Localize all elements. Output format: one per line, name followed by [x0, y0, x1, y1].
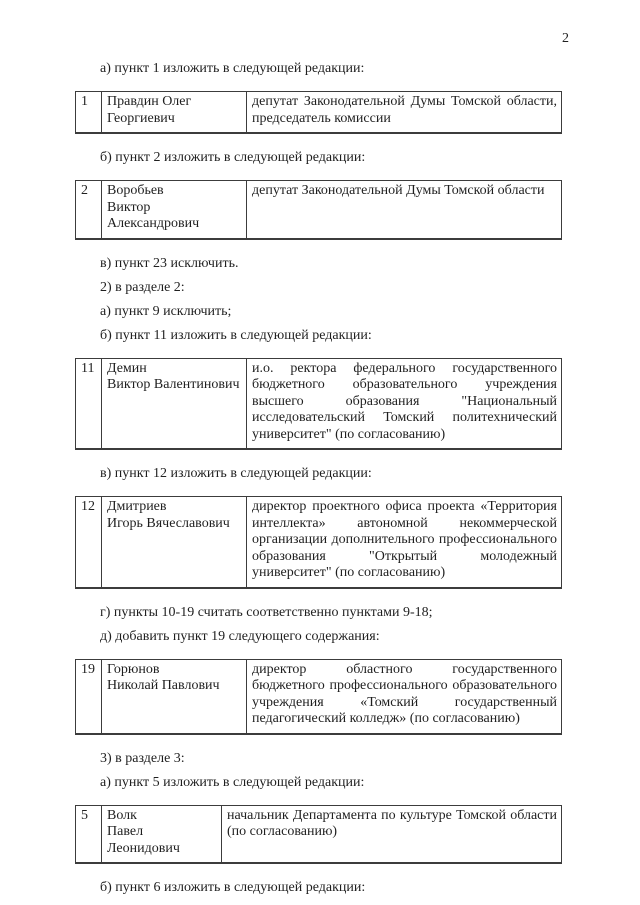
paragraph-exclude-point-9: а) пункт 9 исключить;	[100, 303, 232, 319]
appointment-table-item-11: 11 Демин Виктор Валентинович и.о. ректор…	[75, 357, 562, 450]
table-row: 5 Волк Павел Леонидович начальник Департ…	[75, 804, 562, 864]
item-position: директор проектного офиса проекта «Терри…	[246, 496, 562, 588]
paragraph-exclude-point-23: в) пункт 23 исключить.	[100, 255, 239, 271]
item-number: 2	[75, 180, 102, 239]
item-number: 5	[75, 804, 102, 864]
item-number: 11	[75, 357, 102, 450]
appointment-table-item-5: 5 Волк Павел Леонидович начальник Департ…	[75, 804, 562, 864]
item-name: Дмитриев Игорь Вячеславович	[101, 496, 247, 588]
item-position: директор областного государственного бюд…	[246, 658, 562, 734]
table-row: 12 Дмитриев Игорь Вячеславович директор …	[75, 496, 562, 588]
paragraph-amend-point-12: в) пункт 12 изложить в следующей редакци…	[100, 466, 372, 481]
paragraph-section-2: 2) в разделе 2:	[100, 279, 185, 295]
table-row: 1 Правдин Олег Георгиевич депутат Законо…	[75, 91, 562, 134]
item-name: Горюнов Николай Павлович	[101, 658, 247, 734]
item-name: Правдин Олег Георгиевич	[101, 91, 247, 134]
page-number: 2	[562, 31, 569, 46]
table-row: 2 Воробьев Виктор Александрович депутат …	[75, 180, 562, 239]
item-position: начальник Департамента по культуре Томск…	[221, 804, 562, 864]
appointment-table-item-19: 19 Горюнов Николай Павлович директор обл…	[75, 658, 562, 735]
paragraph-add-point-19: д) добавить пункт 19 следующего содержан…	[100, 628, 380, 644]
item-number: 19	[75, 658, 102, 734]
paragraph-amend-point-2: б) пункт 2 изложить в следующей редакции…	[100, 150, 366, 165]
table-row: 11 Демин Виктор Валентинович и.о. ректор…	[75, 357, 562, 450]
item-name: Демин Виктор Валентинович	[101, 357, 247, 450]
item-number: 12	[75, 496, 102, 588]
paragraph-amend-point-5: а) пункт 5 изложить в следующей редакции…	[100, 774, 365, 790]
item-position: депутат Законодательной Думы Томской обл…	[246, 180, 562, 239]
paragraph-amend-point-6: б) пункт 6 изложить в следующей редакции…	[100, 880, 366, 895]
item-position: депутат Законодательной Думы Томской обл…	[246, 91, 562, 134]
paragraph-renumber-points: г) пункты 10-19 считать соответственно п…	[100, 604, 433, 620]
item-name: Воробьев Виктор Александрович	[101, 180, 247, 239]
paragraph-amend-point-1: а) пункт 1 изложить в следующей редакции…	[100, 61, 365, 76]
appointment-table-item-1: 1 Правдин Олег Георгиевич депутат Законо…	[75, 91, 562, 134]
appointment-table-item-12: 12 Дмитриев Игорь Вячеславович директор …	[75, 496, 562, 589]
paragraph-section-3: 3) в разделе 3:	[100, 750, 185, 766]
item-name: Волк Павел Леонидович	[101, 804, 222, 864]
table-row: 19 Горюнов Николай Павлович директор обл…	[75, 658, 562, 734]
document-content: а) пункт 1 изложить в следующей редакции…	[75, 57, 562, 900]
paragraph-amend-point-11: б) пункт 11 изложить в следующей редакци…	[100, 327, 372, 343]
item-position: и.о. ректора федерального государственно…	[246, 357, 562, 450]
appointment-table-item-2: 2 Воробьев Виктор Александрович депутат …	[75, 180, 562, 240]
item-number: 1	[75, 91, 102, 134]
